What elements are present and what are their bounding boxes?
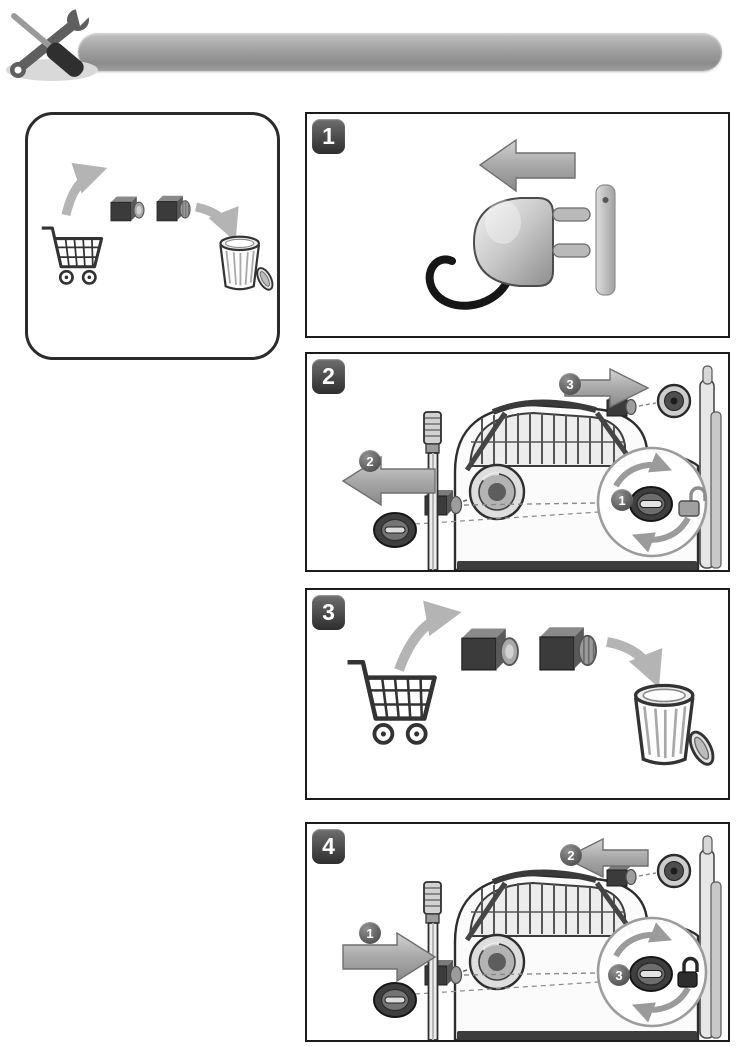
step-number-badge: 4 bbox=[312, 829, 345, 864]
step-panel-2: 2 1 2 3 bbox=[305, 352, 730, 572]
trash-bin-icon bbox=[633, 683, 720, 770]
step-panel-3: 3 bbox=[305, 588, 730, 800]
step-panel-1: 1 bbox=[305, 112, 730, 338]
left-arrow-icon bbox=[478, 138, 576, 193]
substep-badge: 2 bbox=[359, 450, 381, 472]
padlock-locked-icon bbox=[677, 956, 699, 988]
pull-left-arrow-icon bbox=[563, 837, 649, 879]
substep-badge: 2 bbox=[560, 844, 582, 866]
shopping-cart-icon bbox=[348, 662, 435, 743]
insert-right-arrow-icon bbox=[342, 931, 437, 983]
tools-icon bbox=[0, 0, 108, 90]
shopping-cart-icon bbox=[40, 226, 104, 286]
power-plug-icon bbox=[425, 197, 591, 310]
step-number-badge: 3 bbox=[312, 595, 345, 630]
header-bar bbox=[78, 33, 722, 71]
curved-arrow-icon bbox=[194, 202, 239, 243]
pressure-washer-illustration bbox=[342, 824, 728, 1040]
socket-bar bbox=[595, 184, 616, 296]
unplug-illustration bbox=[425, 138, 616, 310]
purchase-disposal-illustration bbox=[307, 600, 720, 770]
tools-icon-art bbox=[6, 2, 98, 81]
curved-arrow-icon bbox=[606, 637, 663, 689]
replacement-info-box bbox=[25, 112, 280, 360]
step-number-badge: 2 bbox=[312, 359, 345, 394]
pull-left-arrow-icon bbox=[341, 455, 436, 507]
purchase-disposal-illustration bbox=[40, 162, 277, 294]
substep-badge: 1 bbox=[611, 489, 633, 511]
step-number-badge: 1 bbox=[312, 119, 345, 154]
substep-badge: 1 bbox=[359, 922, 381, 944]
curved-arrow-icon bbox=[394, 600, 462, 672]
step-panel-4: 4 1 2 3 bbox=[305, 822, 730, 1042]
padlock-unlocked-icon bbox=[678, 486, 707, 517]
replacement-nozzle-plugs-icon bbox=[460, 626, 597, 671]
trash-bin-icon bbox=[219, 235, 277, 294]
substep-badge: 3 bbox=[559, 373, 581, 395]
replacement-nozzle-plugs-icon bbox=[110, 195, 191, 222]
substep-badge: 3 bbox=[608, 964, 630, 986]
curved-arrow-icon bbox=[61, 162, 108, 217]
